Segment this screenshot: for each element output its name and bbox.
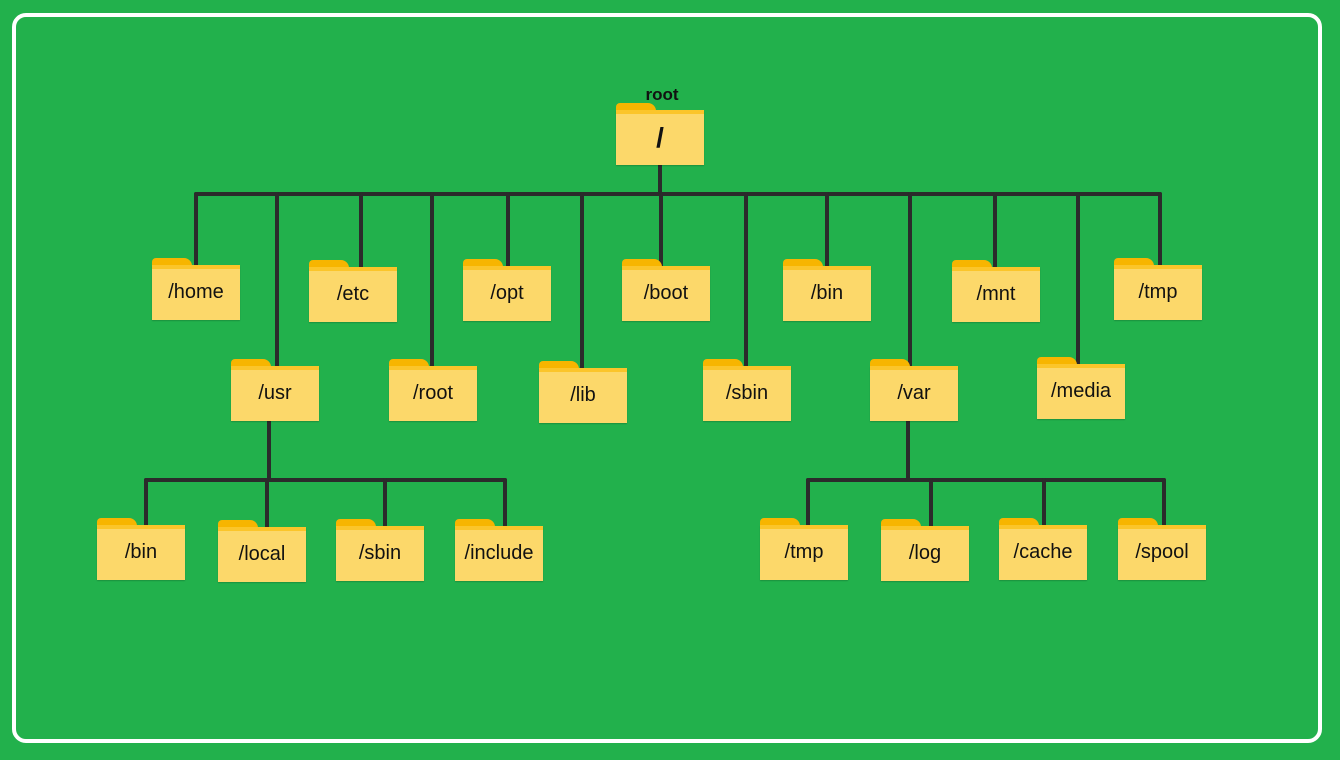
folder-icon bbox=[1037, 364, 1125, 419]
folder-sbin[interactable]: /sbin bbox=[703, 359, 791, 423]
folder-label: /local bbox=[238, 543, 286, 565]
folder-icon bbox=[622, 266, 710, 321]
folder-usr[interactable]: /usr bbox=[231, 359, 319, 423]
folder-icon bbox=[455, 526, 543, 581]
folder-media[interactable]: /media bbox=[1037, 357, 1125, 421]
folder-var-spool[interactable]: /spool bbox=[1118, 518, 1206, 582]
folder-label: /media bbox=[1050, 380, 1112, 402]
folder-usr-sbin[interactable]: /sbin bbox=[336, 519, 424, 583]
folder-icon bbox=[152, 265, 240, 320]
folder-label: /tmp bbox=[1138, 281, 1178, 303]
root-caption: root bbox=[645, 85, 679, 104]
folder-icon bbox=[616, 110, 704, 165]
folder-label: /bin bbox=[810, 282, 844, 304]
folder-root-dir[interactable]: /root bbox=[389, 359, 477, 423]
folder-label: / bbox=[656, 121, 664, 153]
folder-label: /boot bbox=[643, 282, 689, 304]
folder-label: /root bbox=[412, 382, 454, 404]
folder-var-cache[interactable]: /cache bbox=[999, 518, 1087, 582]
folder-icon bbox=[336, 526, 424, 581]
folder-icon bbox=[783, 266, 871, 321]
folder-var[interactable]: /var bbox=[870, 359, 958, 423]
folder-icon bbox=[389, 366, 477, 421]
folder-var-tmp[interactable]: /tmp bbox=[760, 518, 848, 582]
folder-icon bbox=[760, 525, 848, 580]
folder-label: /lib bbox=[570, 384, 596, 406]
folder-tmp[interactable]: /tmp bbox=[1114, 258, 1202, 322]
folder-label: /spool bbox=[1135, 541, 1189, 563]
folder-label: /usr bbox=[258, 382, 292, 404]
folder-opt[interactable]: /opt bbox=[463, 259, 551, 323]
folder-label: /bin bbox=[124, 541, 158, 563]
folder-boot[interactable]: /boot bbox=[622, 259, 710, 323]
folder-usr-bin[interactable]: /bin bbox=[97, 518, 185, 582]
folder-icon bbox=[1118, 525, 1206, 580]
folder-icon bbox=[463, 266, 551, 321]
folder-icon bbox=[999, 525, 1087, 580]
folder-icon bbox=[309, 267, 397, 322]
folder-label: /opt bbox=[490, 282, 524, 304]
folder-mnt[interactable]: /mnt bbox=[952, 260, 1040, 324]
folder-var-log[interactable]: /log bbox=[881, 519, 969, 583]
folder-icon bbox=[952, 267, 1040, 322]
folder-icon bbox=[539, 368, 627, 423]
folder-label: /home bbox=[168, 281, 224, 303]
folder-icon bbox=[231, 366, 319, 421]
folder-icon bbox=[703, 366, 791, 421]
folder-label: /var bbox=[897, 382, 931, 404]
folder-icon bbox=[97, 525, 185, 580]
folder-icon bbox=[218, 527, 306, 582]
folder-bin[interactable]: /bin bbox=[783, 259, 871, 323]
folder-label: /sbin bbox=[725, 382, 769, 404]
folder-home[interactable]: /home bbox=[152, 258, 240, 322]
folder-label: /log bbox=[908, 542, 942, 564]
folder-label: /etc bbox=[336, 283, 370, 305]
folder-icon bbox=[881, 526, 969, 581]
folder-usr-local[interactable]: /local bbox=[218, 520, 306, 584]
folder-lib[interactable]: /lib bbox=[539, 361, 627, 425]
folder-icon bbox=[870, 366, 958, 421]
folder-label: /cache bbox=[1013, 541, 1073, 563]
folder-usr-include[interactable]: /include bbox=[455, 519, 543, 583]
folder-icon bbox=[1114, 265, 1202, 320]
folder-etc[interactable]: /etc bbox=[309, 260, 397, 324]
folder-label: /sbin bbox=[358, 542, 402, 564]
folder-root[interactable]: / bbox=[616, 103, 704, 167]
folder-label: /tmp bbox=[784, 541, 824, 563]
folder-label: /include bbox=[464, 542, 534, 564]
folder-label: /mnt bbox=[976, 283, 1016, 305]
